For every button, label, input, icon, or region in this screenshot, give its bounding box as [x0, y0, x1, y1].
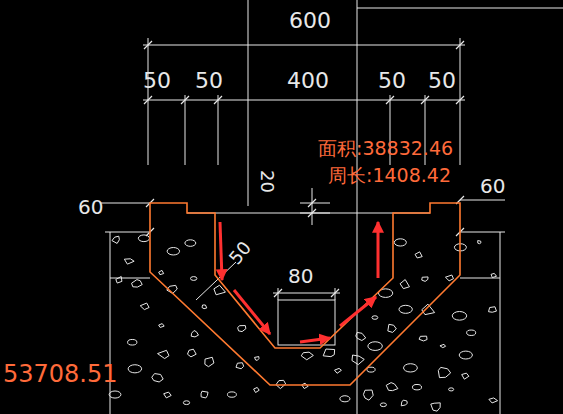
aggregate-stone — [372, 316, 378, 320]
aggregate-stone — [164, 392, 171, 398]
dimension-text: 50 — [428, 70, 456, 92]
aggregate-stone — [459, 351, 472, 359]
dimension-text: 80 — [288, 266, 313, 286]
aggregate-stone — [140, 303, 149, 310]
aggregate-stone — [202, 305, 207, 309]
aggregate-stone — [159, 270, 164, 274]
aggregate-stone — [124, 259, 134, 264]
dimension-text: 20 — [258, 170, 276, 193]
aggregate-stone — [254, 387, 260, 392]
area-note: 面积:38832.46 — [318, 139, 453, 158]
aggregate-stone — [440, 344, 446, 347]
perimeter-note: 周长:1408.42 — [328, 166, 451, 185]
aggregate-stone — [132, 280, 143, 287]
aggregate-stone — [422, 277, 428, 281]
aggregate-stone — [227, 392, 236, 397]
aggregate-stone — [302, 383, 308, 388]
aggregate-stone — [191, 331, 198, 337]
aggregate-stone — [449, 388, 454, 391]
aggregate-stone — [419, 336, 427, 341]
aggregate-stone — [352, 355, 364, 365]
aggregate-stone — [159, 324, 165, 328]
dimension-text: 50 — [195, 70, 223, 92]
aggregate-stone — [368, 342, 382, 351]
aggregate-stone — [412, 384, 421, 389]
aggregate-stone — [399, 305, 412, 313]
aggregate-stone — [491, 273, 497, 277]
aggregate-stone — [431, 403, 440, 411]
aggregate-stone — [386, 383, 398, 391]
aggregate-stone — [380, 403, 386, 407]
aggregate-stone — [301, 352, 313, 360]
aggregate-stone — [445, 275, 453, 281]
aggregate-stone — [489, 307, 497, 312]
dimension-text: 60 — [480, 176, 505, 196]
aggregate-stone — [363, 390, 373, 400]
aggregate-stone — [467, 330, 476, 335]
aggregate-stone — [152, 374, 163, 382]
dimension-text: 600 — [289, 10, 331, 32]
aggregate-stone — [404, 364, 418, 372]
flow-arrows — [220, 222, 378, 342]
channel-outline — [150, 203, 460, 385]
aggregate-stone — [183, 401, 189, 405]
area-value: 53708.51 — [3, 362, 118, 386]
aggregate-stone — [415, 252, 422, 258]
aggregate-stone — [205, 357, 214, 366]
aggregate-stone — [167, 248, 179, 255]
dimension-text: 50 — [226, 238, 255, 267]
aggregate-stone — [489, 398, 498, 403]
aggregate-stone — [138, 235, 149, 242]
aggregate-stone — [452, 312, 466, 321]
aggregate-stone — [340, 396, 350, 402]
aggregate-stone — [201, 391, 208, 398]
aggregate-stone — [401, 400, 407, 406]
aggregate-stone — [255, 356, 259, 360]
aggregate-stone — [356, 332, 366, 340]
dimension-lines — [100, 0, 563, 414]
aggregate-stone — [394, 239, 406, 246]
aggregate-stone — [128, 339, 137, 345]
aggregate-stone — [158, 350, 169, 358]
dimension-text: 400 — [287, 70, 329, 92]
aggregate-stone — [238, 326, 246, 332]
aggregate-stone — [400, 280, 409, 289]
aggregate-stone — [323, 349, 334, 357]
dimension-text: 50 — [378, 70, 406, 92]
tick-marks — [144, 41, 464, 297]
aggregate-stone — [185, 240, 196, 247]
aggregate-stone — [388, 324, 397, 332]
aggregate-stone — [438, 367, 450, 377]
aggregate-stone — [236, 363, 244, 369]
dimension-text: 50 — [143, 70, 171, 92]
aggregate-stone — [191, 277, 197, 281]
aggregate-stone — [112, 236, 119, 243]
aggregate-stone — [478, 241, 481, 244]
aggregate-stone — [187, 349, 196, 357]
aggregate-stone — [335, 368, 342, 373]
aggregate-stone — [116, 276, 122, 283]
dimension-text: 60 — [78, 197, 103, 217]
aggregate-stone — [109, 391, 121, 398]
aggregate-stone — [462, 373, 469, 379]
aggregate-stone — [128, 365, 142, 373]
